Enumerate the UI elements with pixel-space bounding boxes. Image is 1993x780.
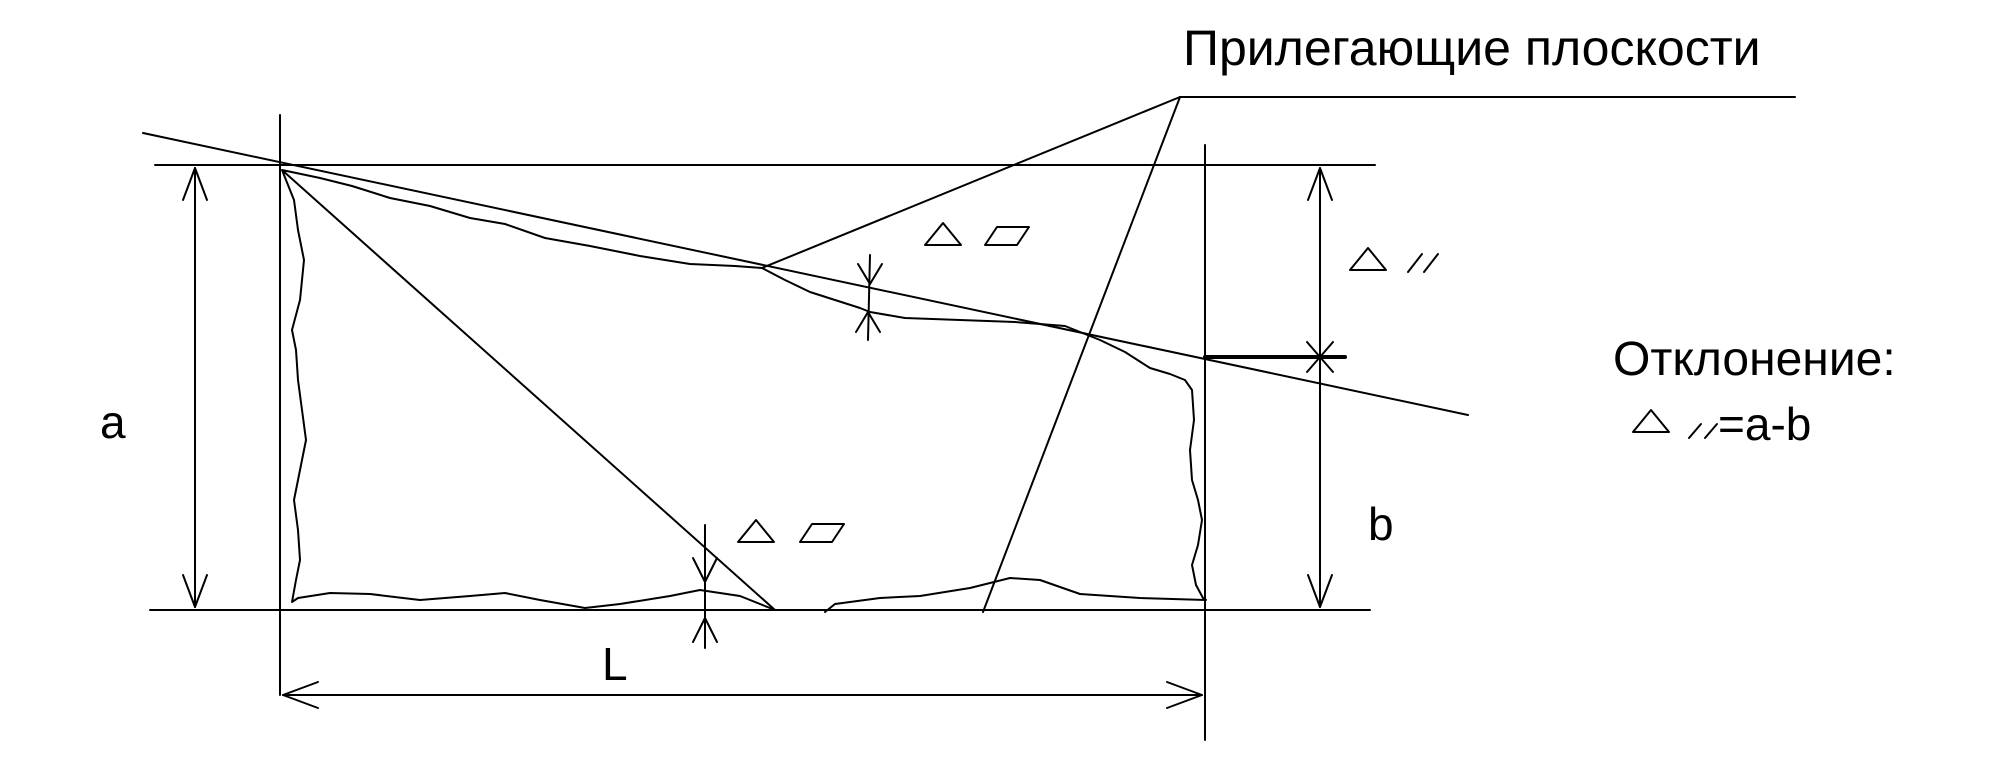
dimension-L-arrow-right	[1166, 681, 1203, 709]
flatness-tolerance-icon	[737, 519, 845, 543]
upper-flatness-mark	[855, 254, 883, 341]
deviation-title: Отклонение:	[1613, 333, 1896, 386]
flatness-tolerance-icon	[924, 222, 1030, 246]
deviation-star-mark	[1306, 339, 1334, 391]
dimension-b-arrow-bottom	[1307, 574, 1333, 608]
inclined-adjacent-plane-line	[142, 132, 1469, 416]
dimension-L-arrow-left	[282, 681, 319, 709]
leader-line-upper	[761, 96, 1181, 269]
dimension-a-arrow-top	[182, 167, 208, 201]
adjacent-planes-caption: Прилегающие плоскости	[1183, 20, 1761, 76]
deviation-formula: =a-b	[1718, 398, 1811, 450]
dimension-a-arrow-bottom	[182, 574, 208, 608]
lower-flatness-mark	[692, 524, 718, 649]
leader-line-lower	[982, 96, 1181, 613]
dimension-L-label: L	[602, 638, 628, 690]
parallelism-tolerance-icon	[1349, 247, 1439, 273]
dimension-b-label: b	[1368, 498, 1394, 550]
dimension-b-arrow-top	[1307, 167, 1333, 201]
delta-icon	[1632, 409, 1718, 439]
dimension-a-label: a	[100, 396, 126, 448]
real-surface-outline	[281, 169, 1207, 613]
